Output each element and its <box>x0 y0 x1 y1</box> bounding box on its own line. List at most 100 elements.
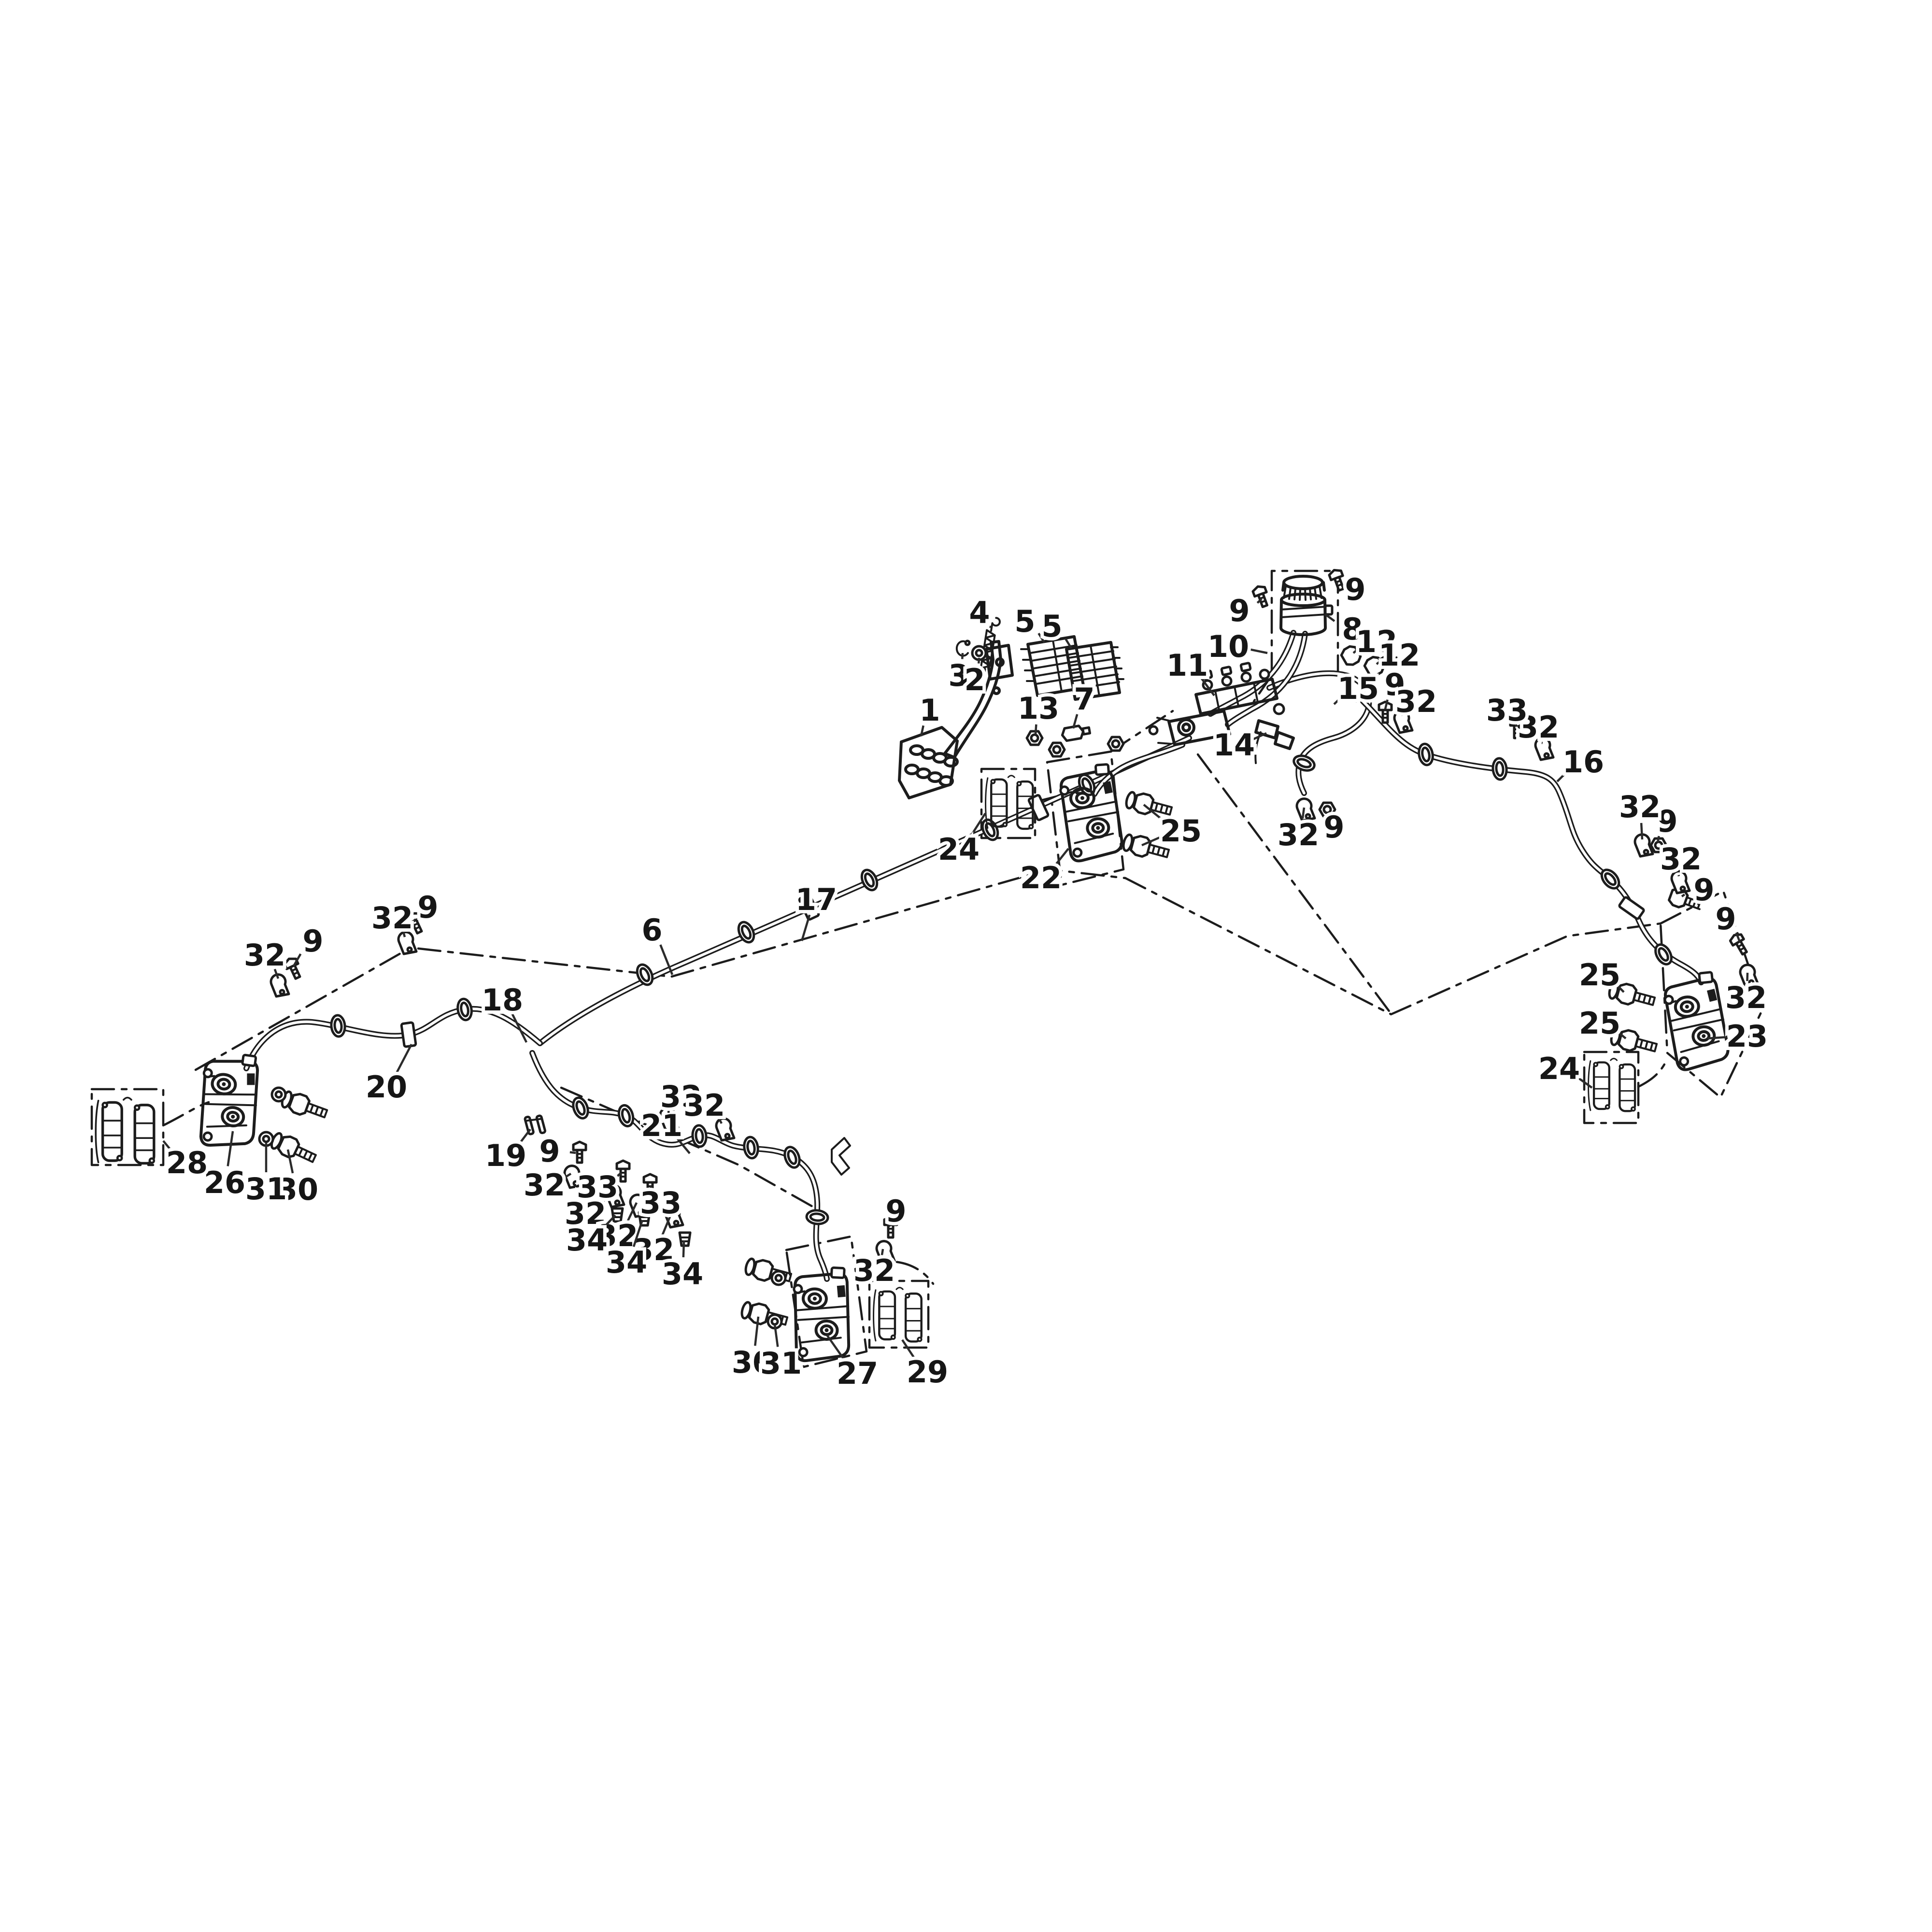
leader-line-9 <box>569 1151 576 1154</box>
leader-line-32 <box>562 1173 572 1179</box>
part-icons <box>259 568 1758 1330</box>
clamp-icon <box>271 975 289 996</box>
leader-line-21 <box>675 1136 691 1154</box>
leader-line-27 <box>826 1334 846 1361</box>
callout-5: 5 <box>1014 604 1035 639</box>
callout-9: 9 <box>302 923 323 959</box>
callout-32: 32 <box>1619 789 1661 824</box>
callout-13: 13 <box>1018 691 1059 726</box>
leader-line-18 <box>511 1013 528 1043</box>
callout-8: 8 <box>1342 611 1363 647</box>
boltlg-icon <box>269 1131 318 1167</box>
callout-7: 7 <box>1074 682 1094 717</box>
leader-line-5 <box>1037 632 1045 643</box>
leader-line-24 <box>1576 1076 1593 1089</box>
leader-line-34 <box>682 1240 685 1258</box>
leader-line-17 <box>800 914 811 941</box>
callout-34: 34 <box>662 1256 703 1292</box>
leader-line-12 <box>1352 648 1359 654</box>
leader-line-20 <box>396 1043 412 1073</box>
callout-32: 32 <box>1278 817 1319 852</box>
callout-33: 33 <box>1486 693 1528 728</box>
leader-line-9 <box>1335 582 1339 584</box>
callout-17: 17 <box>796 882 837 917</box>
grommets <box>330 743 1675 1225</box>
clamp-icon <box>1635 835 1653 856</box>
callout-32: 32 <box>1660 841 1702 877</box>
callout-26: 26 <box>204 1165 245 1200</box>
washer-icon <box>272 1088 285 1101</box>
callout-12: 12 <box>1356 624 1397 659</box>
callout-10: 10 <box>1208 629 1249 664</box>
leader-line-32 <box>1640 823 1644 840</box>
leader-line-9 <box>1656 836 1660 843</box>
leader-line-25 <box>1143 804 1165 823</box>
callout-5: 5 <box>1041 609 1062 644</box>
screw-icon <box>1328 568 1347 592</box>
leader-line-5 <box>1064 638 1072 649</box>
leader-line-7 <box>1072 714 1079 729</box>
callout-28: 28 <box>166 1145 208 1180</box>
dash-boundaries <box>90 569 1764 1368</box>
leader-line-32 <box>600 1192 612 1204</box>
leader-line-8 <box>1324 613 1335 622</box>
callout-19: 19 <box>485 1138 526 1173</box>
leader-line-32 <box>661 1213 673 1236</box>
callout-32: 32 <box>1725 980 1767 1015</box>
leader-line-25 <box>1141 835 1163 847</box>
brake-pads-rear <box>874 1288 922 1342</box>
nut-icon <box>1108 737 1123 751</box>
leader-line-25 <box>1616 1030 1627 1039</box>
callout-24: 24 <box>938 832 980 867</box>
callout-21: 21 <box>641 1108 682 1143</box>
callout-29: 29 <box>907 1354 948 1390</box>
callout-16: 16 <box>1563 744 1604 780</box>
callout-32: 32 <box>565 1196 606 1231</box>
leader-line-33 <box>614 1172 622 1179</box>
leader-line-12 <box>1376 660 1381 665</box>
leader-line-25 <box>1615 983 1625 993</box>
leader-line-32 <box>1401 713 1404 716</box>
leader-line-3 <box>961 653 964 659</box>
leader-line-30 <box>754 1316 760 1346</box>
callout-1: 1 <box>919 693 940 728</box>
fitting-icon <box>1061 724 1091 741</box>
callout-6: 6 <box>641 912 662 948</box>
callout-25: 25 <box>1579 957 1620 993</box>
leader-line-22 <box>1054 848 1069 867</box>
leader-line-19 <box>519 1128 531 1144</box>
callout-27: 27 <box>837 1356 878 1391</box>
callout-18: 18 <box>482 982 523 1018</box>
callout-15: 15 <box>1337 671 1379 706</box>
callout-32: 32 <box>633 1232 674 1267</box>
callout-9: 9 <box>1657 804 1677 839</box>
leader-line-33 <box>1514 724 1518 727</box>
leader-line-9 <box>1735 932 1741 942</box>
boltlg-icon <box>740 1300 789 1330</box>
leader-line-4 <box>989 625 992 628</box>
leader-line-14 <box>1252 732 1267 740</box>
callout-32: 32 <box>244 938 285 973</box>
callout-32: 32 <box>853 1253 895 1288</box>
callout-32: 32 <box>660 1079 702 1114</box>
callout-14: 14 <box>1213 727 1255 763</box>
leader-line-26 <box>227 1131 234 1166</box>
leader-line-11 <box>1200 677 1215 696</box>
boltlg-icon <box>744 1256 793 1287</box>
callout-9: 9 <box>1345 572 1365 607</box>
leader-line-32 <box>402 931 406 938</box>
leader-line-23 <box>1707 1036 1727 1040</box>
brake-pads-right <box>1589 1059 1635 1111</box>
leader-line-16 <box>1556 770 1568 782</box>
callout-32: 32 <box>524 1167 565 1203</box>
callout-12: 12 <box>1378 638 1420 673</box>
callout-30: 30 <box>732 1345 773 1380</box>
leader-line-30 <box>286 1149 294 1174</box>
screw-icon <box>617 1161 629 1181</box>
callout-32: 32 <box>597 1218 638 1253</box>
pedal-pads <box>1020 635 1124 701</box>
callout-24: 24 <box>1538 1051 1580 1086</box>
